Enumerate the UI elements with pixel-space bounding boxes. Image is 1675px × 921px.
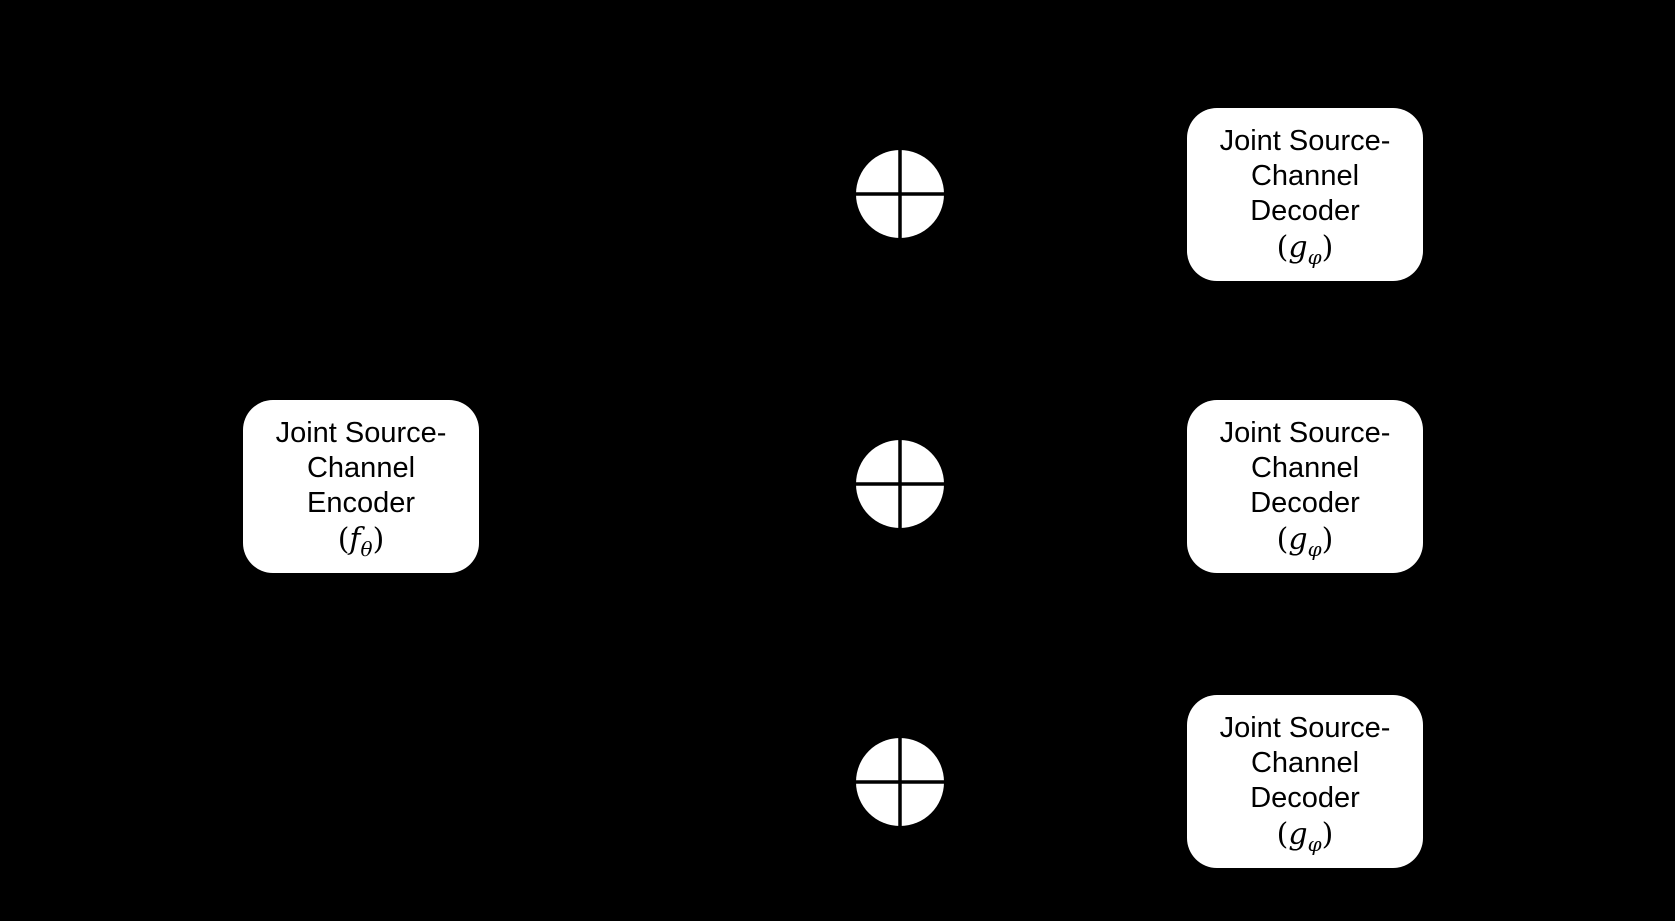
decoder-subscript: φ [1307,244,1322,269]
encoder-paren-open: ( [337,521,350,557]
encoder-function-letter: f [349,521,361,557]
encoder-label-line3: Encoder [306,486,415,519]
decoder-subscript: φ [1307,536,1322,561]
decoder-label-line3: Decoder [1250,194,1360,227]
decoder-label-line1: Joint Source- [1219,124,1391,157]
encoder-label-line2: Channel [306,451,416,484]
circled-plus-icon [856,738,944,826]
decoder-paren-close: ) [1321,816,1334,852]
decoder-paren-open: ( [1276,816,1289,852]
decoder-box-3: Joint Source- Channel Decoder (gφ) [1187,695,1423,868]
decoder-function-letter: g [1288,229,1308,265]
decoder-subscript: φ [1307,831,1322,856]
noise-adder-1 [854,148,946,240]
decoder-label-line1: Joint Source- [1219,711,1391,744]
decoder-label-line2: Channel [1250,159,1360,192]
decoder-box-1: Joint Source- Channel Decoder (gφ) [1187,108,1423,281]
decoder-paren-close: ) [1321,521,1334,557]
decoder-paren-open: ( [1276,521,1289,557]
circled-plus-icon [856,150,944,238]
decoder-symbol: (gφ) [1276,229,1334,269]
noise-adder-3 [854,736,946,828]
decoder-label-line3: Decoder [1250,486,1360,519]
decoder-function-letter: g [1288,521,1308,557]
decoder-symbol: (gφ) [1276,521,1334,561]
encoder-paren-close: ) [372,521,385,557]
decoder-label-line2: Channel [1250,746,1360,779]
decoder-label-line1: Joint Source- [1219,416,1391,449]
decoder-paren-open: ( [1276,229,1289,265]
decoder-symbol: (gφ) [1276,816,1334,856]
encoder-symbol: (fθ) [337,521,385,561]
encoder-subscript: θ [360,536,373,561]
decoder-box-2: Joint Source- Channel Decoder (gφ) [1187,400,1423,573]
encoder-box: Joint Source- Channel Encoder (fθ) [243,400,479,573]
decoder-paren-close: ) [1321,229,1334,265]
noise-adder-2 [854,438,946,530]
decoder-label-line2: Channel [1250,451,1360,484]
decoder-function-letter: g [1288,816,1308,852]
encoder-label-line1: Joint Source- [275,416,447,449]
decoder-label-line3: Decoder [1250,781,1360,814]
circled-plus-icon [856,440,944,528]
